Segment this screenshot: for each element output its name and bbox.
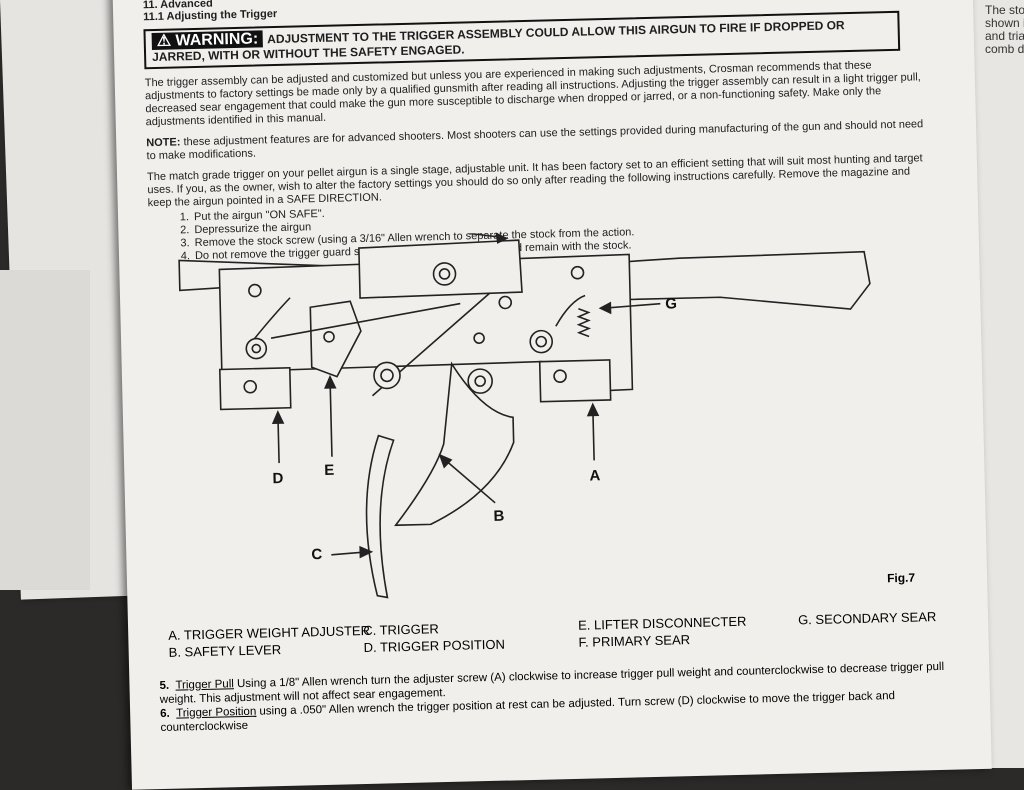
step-number: 5. [159,679,170,693]
adjacent-page-text: The sto shown i and tria comb d [985,4,1024,56]
spring-right [555,294,586,327]
lifter-disconnecter-e [309,300,362,378]
background-sheet-lower [0,270,90,590]
adjacent-line: shown i [985,16,1024,30]
right-block [538,359,612,403]
trigger-diagram-svg: F G D E A B C [178,220,871,599]
adjacent-line: The sto [985,3,1024,17]
adjustment-steps: 5.Trigger Pull Using a 1/8" Allen wrench… [159,660,960,736]
step-title: Trigger Position [176,705,257,720]
trigger-assembly-diagram: F G D E A B C [159,220,909,641]
manual-page: 11. Advanced 11.1 Adjusting the Trigger … [112,0,992,790]
warning-label: WARNING: [175,30,259,50]
spring-g [576,307,592,338]
note-label: NOTE: [146,136,181,150]
screw-2 [243,379,258,394]
callout-c: C [311,546,322,563]
lever-diagonal [270,302,461,340]
screw-3 [570,265,585,280]
legend-item: G. SECONDARY SEAR [797,609,937,628]
step-number: 6. [160,707,170,721]
callout-b: B [493,508,504,525]
legend-item: B. SAFETY LEVER [168,642,282,660]
screw-6 [473,332,485,344]
trigger-c [365,434,395,599]
screw-5 [498,295,513,310]
step-title: Trigger Pull [175,678,235,692]
callout-e: E [324,462,334,479]
screw-1 [248,283,262,298]
screw-4 [553,369,567,383]
figure-caption: Fig.7 [886,570,916,586]
callout-g: G [665,295,677,312]
callout-a: A [589,467,600,484]
intro-paragraph: The trigger assembly can be adjusted and… [144,59,921,129]
safety-lever-b [394,361,515,527]
legend-item: D. TRIGGER POSITION [363,636,506,656]
screw-7 [323,331,335,343]
warning-triangle-icon: ⚠ [156,32,172,50]
adjacent-line: and tria [985,29,1024,43]
legend-item: F. PRIMARY SEAR [578,632,691,650]
adjacent-line: comb d [985,42,1024,56]
callout-d: D [272,470,283,487]
callout-arrows [271,232,661,559]
